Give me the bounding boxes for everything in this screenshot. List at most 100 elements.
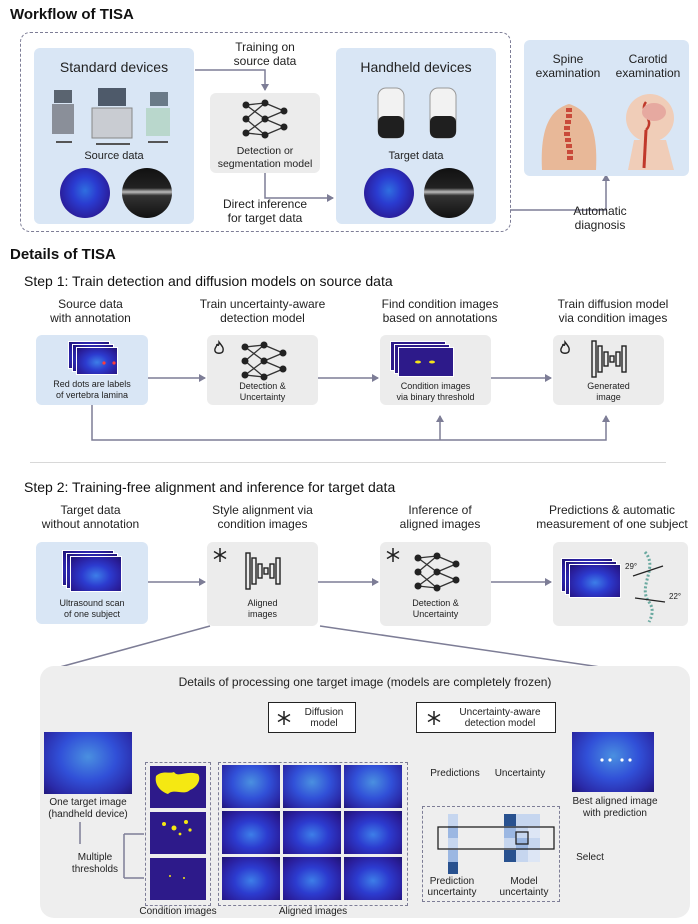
snowflake-icon (427, 711, 441, 725)
predictions-label: Predictions (430, 768, 480, 779)
neural-network-icon (414, 552, 460, 592)
annotated-image-stack (68, 341, 118, 375)
aligned-image (222, 811, 280, 854)
aligned-image (222, 765, 280, 808)
handheld-probes-icon (377, 87, 457, 139)
aligned-image (344, 811, 402, 854)
source-data-label: Source data (84, 150, 144, 162)
target-scan-stack (62, 550, 126, 594)
neural-network-icon (242, 99, 288, 139)
step1-col2-caption: Detection &Uncertainty (239, 381, 286, 402)
one-target-image-caption: One target image(handheld device) (48, 797, 128, 820)
section-divider (30, 462, 666, 463)
aligned-images-label: Aligned images (278, 906, 348, 917)
best-aligned-image (572, 732, 654, 792)
aligned-image (222, 857, 280, 900)
uncertainty-label: Uncertainty (494, 768, 546, 779)
one-target-image (44, 732, 132, 794)
prediction-scan-stack (561, 558, 625, 602)
step1-title: Step 1: Train detection and diffusion mo… (24, 273, 393, 289)
uncertainty-matrices (437, 814, 555, 874)
yellow-threshold-marks-icon (415, 360, 435, 364)
target-data-label: Target data (388, 150, 444, 162)
aligned-image (344, 857, 402, 900)
step1-detection-panel: Detection &Uncertainty (207, 335, 318, 405)
snowflake-icon (277, 711, 291, 725)
spine-back-icon (541, 104, 597, 170)
uncertainty-frame (422, 806, 560, 902)
step2-predictions-panel: 29° 22° (553, 542, 688, 626)
details-title: Details of TISA (10, 246, 116, 263)
fire-icon (214, 339, 224, 354)
condition-images-frame (145, 762, 211, 906)
neural-network-icon (241, 341, 287, 381)
aligned-image (344, 765, 402, 808)
fire-icon (560, 339, 570, 354)
aligned-image (283, 811, 341, 854)
ultrasound-machines-icon (52, 88, 170, 145)
cobb-angle-lower: 22° (669, 592, 682, 601)
threshold-connector-icon (79, 822, 144, 879)
step2-inference-panel: Detection &Uncertainty (380, 542, 491, 626)
workflow-title: Workflow of TISA (10, 6, 134, 23)
prediction-dots-icon (600, 758, 632, 762)
red-label-dots-icon (102, 361, 116, 365)
aligned-image (283, 765, 341, 808)
source-ultrasound-blue-image (60, 168, 110, 218)
condition-image-2 (150, 812, 206, 854)
standard-devices-label: Standard devices (59, 59, 169, 75)
handheld-devices-panel: Handheld devices Target data (336, 48, 496, 224)
cobb-angle-upper: 29° (625, 562, 638, 571)
carotid-head-icon (626, 94, 674, 170)
standard-devices-panel: Standard devices Source data (34, 48, 194, 224)
aligned-image (283, 857, 341, 900)
step2-col3-caption: Detection &Uncertainty (412, 598, 459, 619)
handheld-devices-label: Handheld devices (360, 59, 472, 75)
snowflake-icon (213, 548, 227, 562)
unet-icon (245, 552, 281, 590)
condition-image-stack (390, 341, 460, 377)
spine-curve-measurement-icon (632, 551, 666, 623)
processing-title: Details of processing one target image (… (178, 675, 552, 689)
target-ultrasound-grey-image (424, 168, 474, 218)
yellow-threshold-regions-icon (155, 772, 200, 879)
source-ultrasound-grey-image (122, 168, 172, 218)
select-label: Select (576, 852, 604, 863)
unet-icon (591, 340, 627, 378)
aligned-images-grid (222, 765, 404, 903)
step2-title: Step 2: Training-free alignment and infe… (24, 479, 396, 495)
workflow-dashed-frame (20, 32, 511, 232)
condition-image-3 (150, 858, 206, 900)
